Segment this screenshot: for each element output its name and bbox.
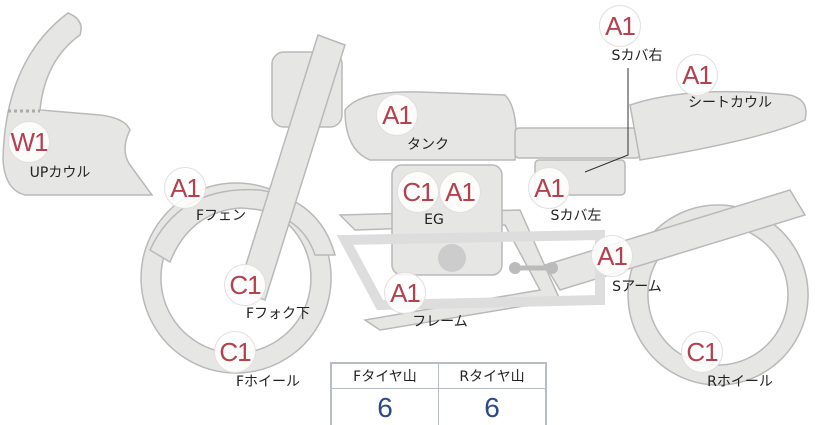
engine-cover-icon <box>438 244 466 272</box>
rear-tire-value: 6 <box>438 388 547 425</box>
part-label: Fフォク下 <box>245 306 311 322</box>
part-label: シートカウル <box>688 95 772 111</box>
front-tire-value: 6 <box>330 388 439 425</box>
grade-marker[interactable]: A1 <box>591 235 633 277</box>
leader-line <box>584 68 629 173</box>
grade-marker[interactable]: C1 <box>681 331 723 373</box>
grade-marker[interactable]: A1 <box>164 167 206 209</box>
part-label: Fホイール <box>235 374 301 390</box>
part-label: Sカバ右 <box>611 48 663 64</box>
grade-marker[interactable]: A1 <box>676 54 718 96</box>
grade-marker[interactable]: C1 <box>224 264 266 306</box>
grade-marker[interactable]: C1 <box>397 171 439 213</box>
front-tire-header: Fタイヤ山 <box>330 362 439 389</box>
part-label: Sカバ左 <box>550 208 602 224</box>
rear-tire-header: Rタイヤ山 <box>438 362 547 389</box>
part-label: Sアーム <box>612 279 662 295</box>
part-label: タンク <box>407 137 449 153</box>
grade-marker[interactable]: A1 <box>384 272 426 314</box>
part-label: EG <box>424 212 444 228</box>
grade-marker[interactable]: C1 <box>214 331 256 373</box>
part-label: フレーム <box>412 314 468 330</box>
grade-marker[interactable]: A1 <box>599 5 641 47</box>
front-fork <box>237 34 346 301</box>
seat <box>514 127 641 159</box>
part-label: UPカウル <box>29 165 91 181</box>
exhaust <box>336 229 605 311</box>
grade-marker[interactable]: W1 <box>8 121 50 163</box>
grade-marker[interactable]: A1 <box>439 171 481 213</box>
part-label: Rホイール <box>707 374 773 390</box>
grade-marker[interactable]: A1 <box>376 94 418 136</box>
grade-marker[interactable]: A1 <box>528 167 570 209</box>
part-label: Fフェン <box>195 208 247 224</box>
